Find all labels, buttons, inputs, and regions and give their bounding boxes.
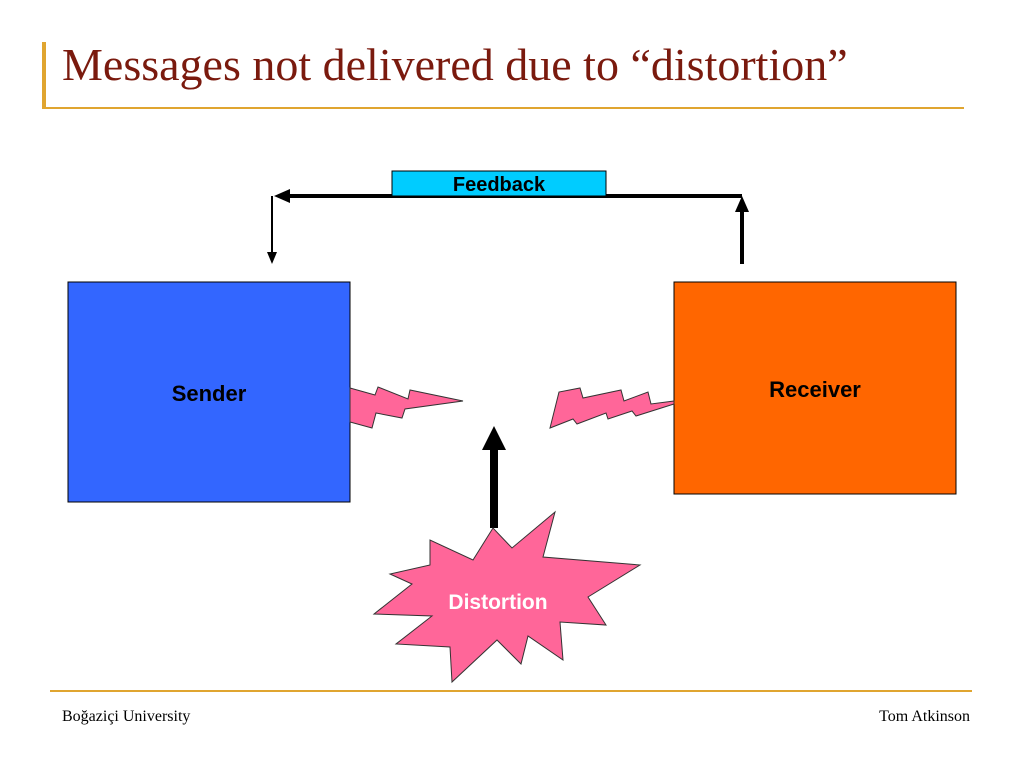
feedback-left-arrowhead — [274, 189, 290, 203]
title-accent-bar — [42, 42, 46, 108]
sender-down-arrowhead — [267, 252, 277, 264]
sender-box: Sender — [67, 281, 351, 503]
footer-author: Tom Atkinson — [879, 708, 970, 725]
receiver-box: Receiver — [673, 281, 957, 495]
receiver-message-bolt — [549, 387, 675, 429]
sender-label: Sender — [172, 381, 247, 406]
footer-rule — [50, 690, 972, 692]
feedback-label: Feedback — [453, 174, 546, 196]
receiver-up-arrowhead — [735, 196, 749, 212]
title-underline — [42, 107, 964, 109]
receiver-label: Receiver — [769, 377, 861, 402]
distortion-starburst — [372, 510, 642, 684]
sender-message-bolt — [349, 386, 464, 429]
sender-box-rect — [67, 281, 351, 503]
slide-title: Messages not delivered due to “distortio… — [62, 39, 848, 90]
distortion-arrowhead — [482, 426, 506, 450]
feedback-box: Feedback — [391, 170, 607, 197]
feedback-loop — [267, 189, 749, 264]
footer-institution: Boğaziçi University — [62, 708, 191, 725]
feedback-box-rect — [391, 170, 607, 197]
distortion-label: Distortion — [448, 591, 547, 614]
receiver-box-rect — [673, 281, 957, 495]
